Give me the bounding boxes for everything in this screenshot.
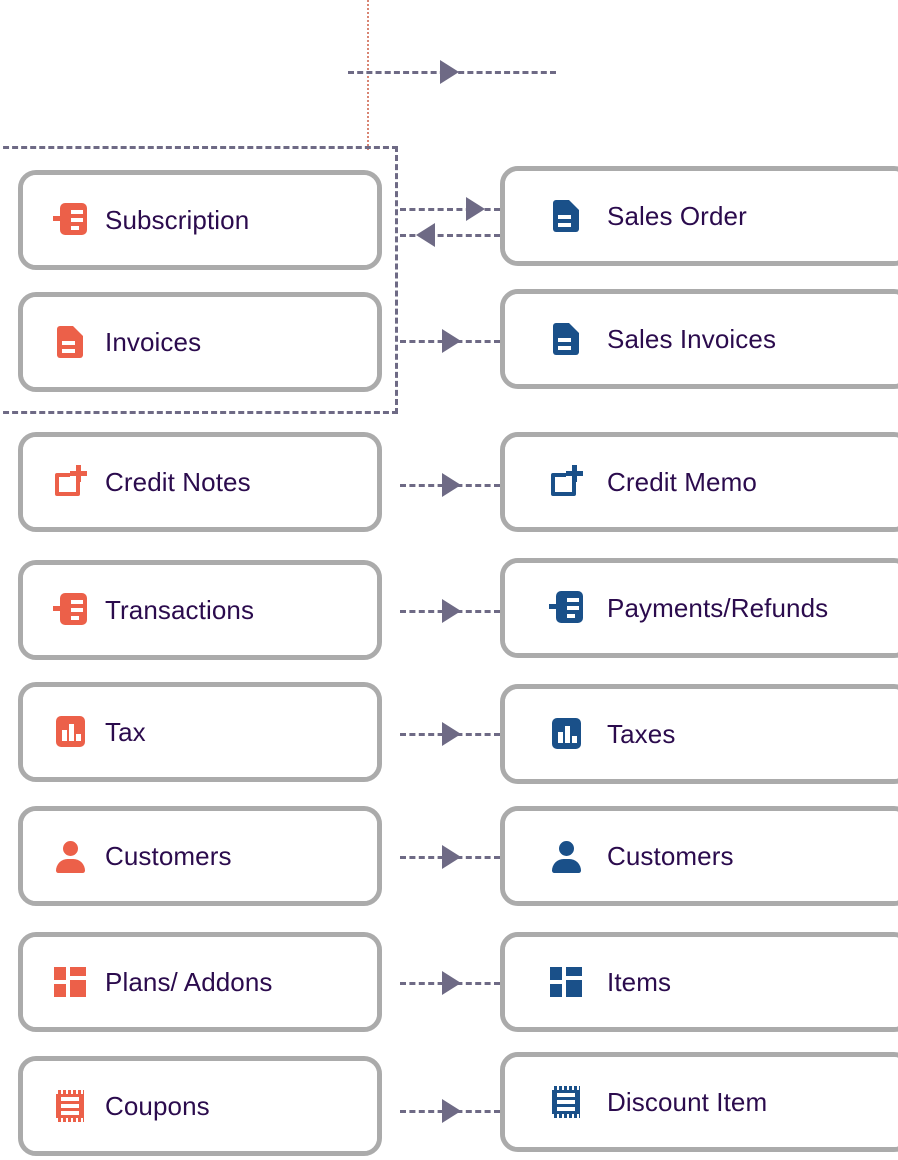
card-target-6[interactable]: Items	[500, 932, 898, 1032]
card-label: Credit Memo	[607, 466, 757, 497]
card-content: Plans/ Addons	[23, 937, 377, 1027]
arrowhead-right-icon	[466, 197, 485, 221]
card-label: Tax	[105, 716, 146, 747]
card-content: Subscription	[23, 175, 377, 265]
credit-note-plus-icon	[53, 465, 87, 499]
card-label: Items	[607, 966, 672, 997]
document-icon	[549, 199, 583, 233]
card-label: Plans/ Addons	[105, 966, 273, 997]
arrowhead-right-icon	[442, 1099, 461, 1123]
card-label: Credit Notes	[105, 466, 251, 497]
grid-blocks-icon	[53, 965, 87, 999]
vertical-guide-line	[367, 0, 369, 150]
ticket-icon	[549, 1085, 583, 1119]
source-group-outline	[0, 146, 398, 414]
card-source-7[interactable]: Coupons	[18, 1056, 382, 1156]
card-content: Taxes	[505, 689, 898, 779]
person-icon	[53, 839, 87, 873]
arrowhead-right-icon	[442, 473, 461, 497]
connector-line	[400, 234, 500, 237]
arrowhead-left-icon	[416, 223, 435, 247]
card-source-2[interactable]: Credit Notes	[18, 432, 382, 532]
arrowhead-right-icon	[440, 60, 459, 84]
credit-note-plus-icon	[549, 465, 583, 499]
card-content: Items	[505, 937, 898, 1027]
card-source-5[interactable]: Customers	[18, 806, 382, 906]
card-target-1[interactable]: Sales Invoices	[500, 289, 898, 389]
card-target-0[interactable]: Sales Order	[500, 166, 898, 266]
card-content: Credit Notes	[23, 437, 377, 527]
arrowhead-right-icon	[442, 329, 461, 353]
document-icon	[549, 322, 583, 356]
card-content: Tax	[23, 687, 377, 777]
card-label: Customers	[607, 840, 734, 871]
card-content: Coupons	[23, 1061, 377, 1151]
grid-blocks-icon	[549, 965, 583, 999]
card-label: Payments/Refunds	[607, 592, 829, 623]
transaction-arrow-icon	[549, 591, 583, 625]
connector-line	[400, 208, 500, 211]
arrowhead-right-icon	[442, 971, 461, 995]
card-label: Coupons	[105, 1090, 210, 1121]
card-content: Payments/Refunds	[505, 563, 898, 653]
card-label: Taxes	[607, 718, 676, 749]
card-target-7[interactable]: Discount Item	[500, 1052, 898, 1152]
card-content: Discount Item	[505, 1057, 898, 1147]
arrowhead-right-icon	[442, 845, 461, 869]
bar-chart-icon	[53, 715, 87, 749]
card-label: Customers	[105, 840, 232, 871]
card-content: Customers	[23, 811, 377, 901]
arrowhead-right-icon	[442, 599, 461, 623]
transaction-arrow-icon	[53, 593, 87, 627]
card-label: Sales Order	[607, 200, 747, 231]
ticket-icon	[53, 1089, 87, 1123]
card-label: Sales Invoices	[607, 323, 777, 354]
card-source-4[interactable]: Tax	[18, 682, 382, 782]
card-source-0[interactable]: Subscription	[18, 170, 382, 270]
person-icon	[549, 839, 583, 873]
card-label: Discount Item	[607, 1086, 768, 1117]
card-content: Sales Invoices	[505, 294, 898, 384]
card-target-4[interactable]: Taxes	[500, 684, 898, 784]
card-source-6[interactable]: Plans/ Addons	[18, 932, 382, 1032]
card-label: Subscription	[105, 204, 250, 235]
card-label: Invoices	[105, 326, 202, 357]
card-target-2[interactable]: Credit Memo	[500, 432, 898, 532]
card-content: Sales Order	[505, 171, 898, 261]
card-content: Customers	[505, 811, 898, 901]
bar-chart-icon	[549, 717, 583, 751]
card-label: Transactions	[105, 594, 255, 625]
card-target-3[interactable]: Payments/Refunds	[500, 558, 898, 658]
card-source-3[interactable]: Transactions	[18, 560, 382, 660]
arrowhead-right-icon	[442, 722, 461, 746]
document-icon	[53, 325, 87, 359]
card-content: Invoices	[23, 297, 377, 387]
card-content: Transactions	[23, 565, 377, 655]
card-content: Credit Memo	[505, 437, 898, 527]
card-source-1[interactable]: Invoices	[18, 292, 382, 392]
card-target-5[interactable]: Customers	[500, 806, 898, 906]
subscription-arrow-icon	[53, 203, 87, 237]
